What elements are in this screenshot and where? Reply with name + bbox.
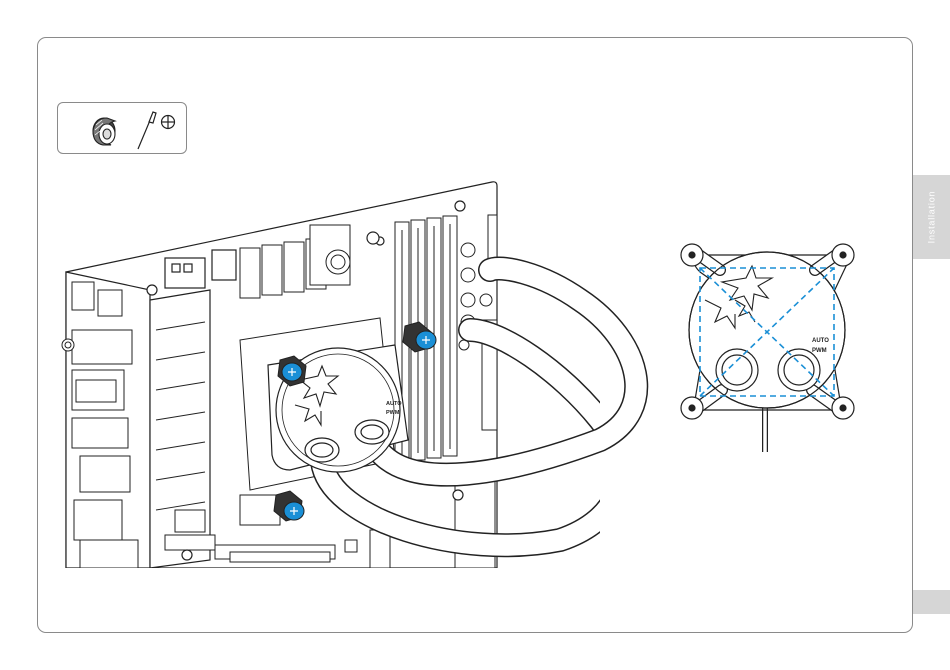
section-tab-label: Installation [927, 191, 937, 244]
section-tab-installation: Installation [913, 175, 950, 259]
phillips-screwdriver-icon [138, 112, 175, 149]
page-tab [913, 590, 950, 614]
thumbscrew-icon [93, 118, 115, 145]
tools-svg [58, 103, 188, 155]
tools-required-box [57, 102, 187, 154]
